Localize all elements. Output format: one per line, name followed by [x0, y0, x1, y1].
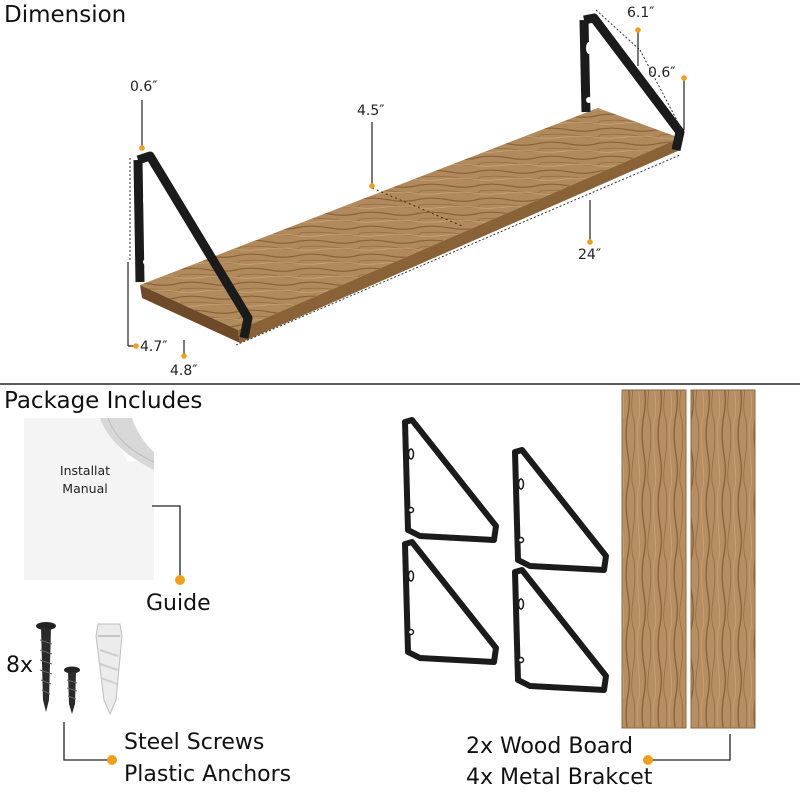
wall-anchor-icon — [95, 623, 123, 716]
board-length-label: 24″ — [578, 247, 602, 263]
bracket-depth-left-label: 4.8″ — [170, 363, 198, 379]
manual-icon — [24, 417, 155, 580]
metal-bracket-icon — [402, 417, 499, 543]
wood-board-icon — [691, 390, 755, 728]
boards-label: 2x Wood Board — [466, 734, 634, 759]
manual-cover-text: Installat Manual — [30, 462, 140, 498]
wood-board-icon — [622, 390, 686, 728]
bracket-height-top-label: 6.1″ — [627, 5, 655, 21]
manual-cover-line1: Installat — [59, 463, 111, 478]
manual-cover-line2: Manual — [62, 481, 108, 497]
dimension-title: Dimension — [4, 2, 127, 28]
shelf-illustration — [127, 9, 687, 359]
metal-bracket-icon — [512, 447, 609, 573]
screws-label: Steel Screws — [124, 730, 265, 755]
metal-bracket-icon — [579, 13, 685, 151]
guide-label: Guide — [146, 591, 211, 616]
bracket-thickness-left-label: 0.6″ — [130, 79, 158, 95]
bracket-thickness-right-label: 0.6″ — [648, 65, 676, 81]
metal-bracket-icon — [402, 539, 499, 665]
screw-count-label: 8x — [6, 653, 34, 678]
metal-bracket-icon — [512, 567, 609, 693]
package-title: Package Includes — [4, 388, 203, 414]
screws-leader — [63, 722, 110, 761]
board-depth-label: 4.5″ — [357, 103, 385, 119]
wood-board-icon — [140, 108, 680, 330]
screw-icon — [36, 622, 56, 712]
metal-bracket-icon — [133, 151, 253, 339]
boards-leader — [650, 734, 731, 761]
guide-leader — [152, 505, 181, 580]
bracket-height-left-label: 4.7″ — [140, 339, 168, 355]
anchors-label: Plastic Anchors — [124, 762, 292, 787]
screw-icon — [64, 666, 80, 714]
brackets-label: 4x Metal Brakcet — [466, 765, 653, 790]
dimension-markers — [133, 27, 687, 359]
